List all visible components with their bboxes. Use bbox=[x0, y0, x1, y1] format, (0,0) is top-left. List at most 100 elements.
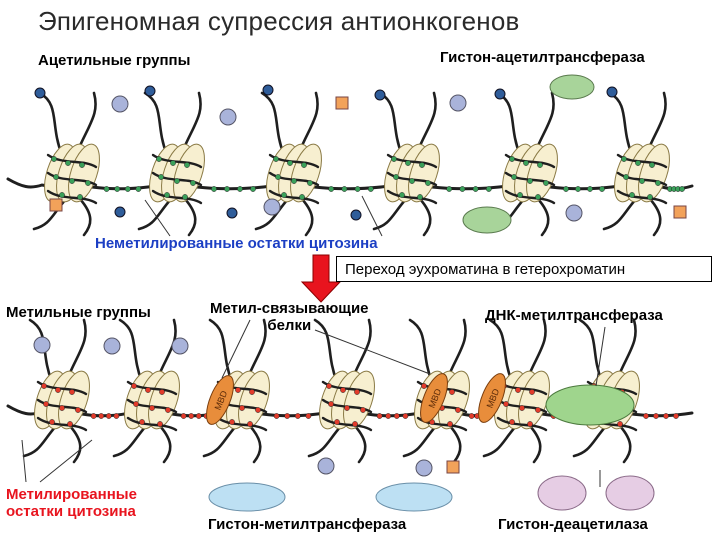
histone-core-disc bbox=[173, 143, 205, 203]
leader-line bbox=[221, 319, 251, 379]
unmethylated-cytosine-dot bbox=[623, 174, 629, 180]
nucleosome bbox=[22, 318, 120, 464]
unmethylated-cytosine-dot bbox=[647, 194, 653, 200]
dna-wrap bbox=[46, 153, 98, 169]
hmt-enzyme bbox=[208, 482, 286, 512]
leader-line bbox=[144, 199, 171, 237]
hdac-enzyme bbox=[605, 475, 655, 511]
unmethylated-cytosine-dot bbox=[459, 186, 466, 192]
histone-tail bbox=[202, 424, 238, 458]
histone-tail bbox=[602, 197, 638, 231]
methylated-cytosine-dot bbox=[180, 413, 187, 419]
unmethylated-cytosine-dot bbox=[485, 186, 492, 192]
histone-tail bbox=[260, 91, 286, 157]
methylated-cytosine-dot bbox=[69, 389, 75, 395]
dna-wrap bbox=[504, 153, 556, 169]
histone-tail bbox=[118, 318, 144, 384]
label-methyl-binding-line2: белки bbox=[267, 317, 312, 334]
methylated-cytosine-dot bbox=[352, 421, 358, 427]
methylated-cytosine-dot bbox=[145, 387, 151, 393]
leader-line bbox=[595, 326, 606, 387]
acetyl-group bbox=[144, 85, 156, 97]
nucleosome bbox=[307, 318, 409, 464]
unmethylated-cytosine-dot bbox=[301, 162, 307, 168]
methylated-cytosine-dot bbox=[149, 405, 155, 411]
unmethylated-cytosine-dot bbox=[517, 192, 523, 198]
euchromatin-row-group bbox=[6, 91, 694, 237]
methylated-cytosine-dot bbox=[334, 419, 340, 425]
label-methyl-binding-proteins: Метил-связывающие белки bbox=[210, 300, 369, 334]
methylated-cytosine-dot bbox=[247, 421, 253, 427]
histone-tail bbox=[402, 424, 438, 458]
histone-tail bbox=[618, 424, 632, 464]
methylated-cytosine-dot bbox=[131, 383, 137, 389]
methylated-cytosine-dot bbox=[393, 413, 400, 419]
methylated-cytosine-dot bbox=[188, 413, 195, 419]
methylated-cytosine-dot bbox=[326, 383, 332, 389]
methylated-cytosine-dot bbox=[344, 405, 350, 411]
unmethylated-cytosine-dot bbox=[405, 160, 411, 166]
histone-tail bbox=[418, 197, 432, 237]
label-methyl-groups: Метильные группы bbox=[6, 304, 151, 321]
dna-wrap bbox=[504, 189, 556, 205]
unmethylated-cytosine-dot bbox=[341, 186, 348, 192]
histone-tail bbox=[68, 424, 82, 464]
histone-tail bbox=[372, 197, 408, 231]
histone-tail bbox=[307, 424, 343, 458]
unmethylated-cytosine-dot bbox=[575, 186, 581, 192]
methylated-cytosine-dot bbox=[617, 421, 623, 427]
methylated-cytosine-dot bbox=[527, 421, 533, 427]
unmethylated-cytosine-dot bbox=[543, 180, 549, 186]
mbd-protein-body bbox=[206, 375, 234, 425]
unmethylated-cytosine-dot bbox=[211, 186, 217, 192]
methyl-group bbox=[103, 337, 121, 355]
unmethylated-cytosine-dot bbox=[509, 156, 515, 162]
dna-wrap bbox=[216, 416, 268, 432]
dna-wrap bbox=[151, 153, 203, 169]
label-histone-acetyltransferase: Гистон-ацетилтрансфераза bbox=[440, 49, 645, 66]
unmethylated-cytosine-dot bbox=[393, 174, 399, 180]
label-methylated-line1: Метилированные bbox=[6, 486, 137, 503]
unmethylated-cytosine-dot bbox=[391, 156, 397, 162]
methylated-cytosine-dot bbox=[284, 413, 291, 419]
hdac-enzyme bbox=[537, 475, 587, 511]
histone-tail bbox=[300, 197, 314, 237]
unmethylated-cytosine-dot bbox=[53, 174, 59, 180]
histone-tail bbox=[378, 91, 404, 157]
unmethylated-cytosine-dot bbox=[273, 156, 279, 162]
acetyl-group bbox=[606, 86, 618, 98]
methylated-cytosine-dot bbox=[49, 419, 55, 425]
methylated-cytosine-dot bbox=[98, 413, 105, 419]
label-unmethylated-cytosine: Неметилированные остатки цитозина bbox=[95, 235, 378, 252]
histone-tail bbox=[536, 197, 550, 237]
methylated-cytosine-dot bbox=[663, 413, 669, 419]
methylated-cytosine-dot bbox=[455, 407, 461, 413]
label-methylated-cytosine: Метилированные остатки цитозина bbox=[6, 486, 137, 520]
nucleosome bbox=[602, 91, 685, 237]
acetyl-group bbox=[34, 87, 46, 99]
nucleosome bbox=[254, 91, 374, 237]
unmethylated-cytosine-dot bbox=[472, 186, 479, 192]
dna-wrap bbox=[126, 416, 178, 432]
methylated-cytosine-dot bbox=[653, 413, 659, 419]
histone-tail bbox=[488, 318, 514, 384]
histone-tail bbox=[137, 197, 173, 231]
nucleosome bbox=[112, 318, 210, 464]
unmethylated-cytosine-dot bbox=[639, 178, 645, 184]
nucleosome bbox=[490, 91, 605, 237]
methylated-cytosine-dot bbox=[157, 421, 163, 427]
methylated-cytosine-dot bbox=[402, 413, 409, 419]
histone-core-disc bbox=[148, 370, 180, 430]
unmethylated-cytosine-dot bbox=[537, 162, 543, 168]
unmethylated-cytosine-dot bbox=[182, 194, 188, 200]
mbd-protein: MBD bbox=[478, 373, 506, 423]
histone-tail bbox=[248, 424, 262, 464]
unmethylated-cytosine-dot bbox=[156, 156, 162, 162]
unmethylated-cytosine-dot bbox=[328, 186, 335, 192]
label-histone-deacetylase: Гистон-деацетилаза bbox=[498, 516, 648, 533]
methylated-cytosine-dot bbox=[535, 407, 541, 413]
histone-core-disc bbox=[526, 143, 558, 203]
leader-line bbox=[39, 439, 93, 483]
